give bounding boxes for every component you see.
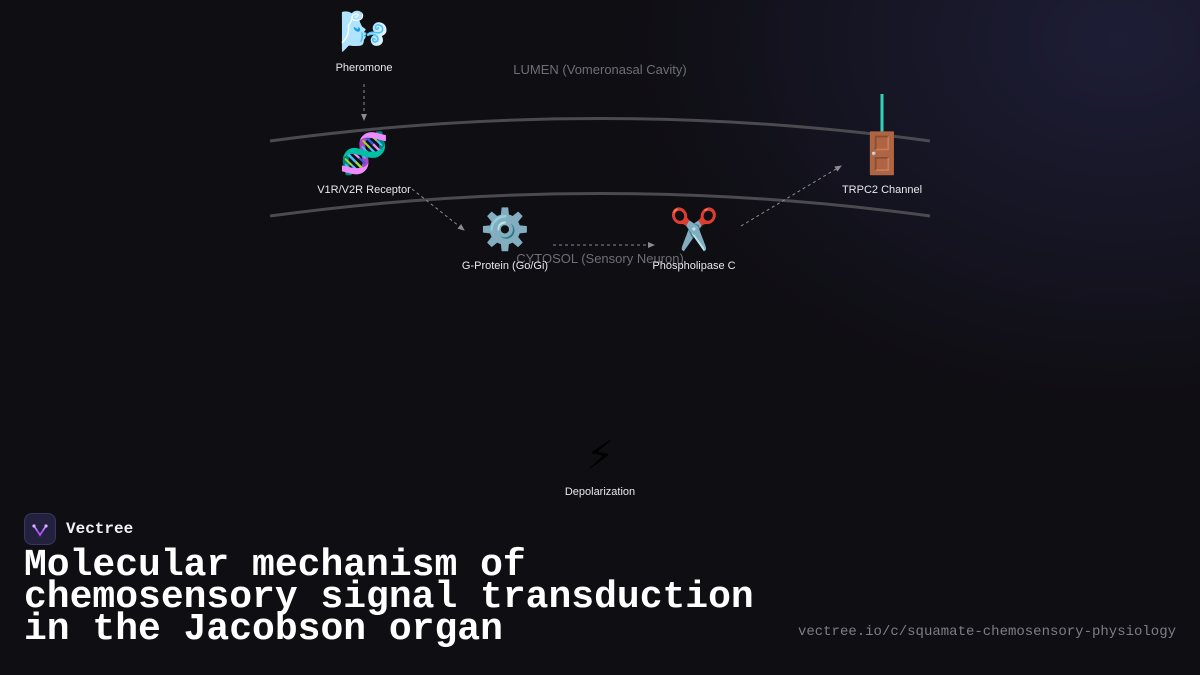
pheromone-node: 🌬️ Pheromone bbox=[284, 8, 444, 74]
source-url[interactable]: vectree.io/c/squamate-chemosensory-physi… bbox=[797, 624, 1176, 640]
wind-face-icon: 🌬️ bbox=[339, 9, 389, 55]
scissors-icon: ✂️ bbox=[669, 207, 719, 253]
cytosol-region-label: CYTOSOL (Sensory Neuron) bbox=[516, 251, 684, 266]
trpc2-node: 🚪 TRPC2 Channel bbox=[802, 130, 962, 196]
depolarization-label: Depolarization bbox=[564, 486, 636, 498]
door-icon: 🚪 bbox=[857, 131, 907, 177]
receptor-label: V1R/V2R Receptor bbox=[317, 184, 411, 196]
lumen-region-label: LUMEN (Vomeronasal Cavity) bbox=[513, 62, 687, 77]
gprotein-label: G-Protein (Go/Gi) bbox=[461, 260, 549, 272]
pheromone-label: Pheromone bbox=[335, 62, 393, 74]
gprotein-node: ⚙️ G-Protein (Go/Gi) bbox=[425, 206, 585, 272]
gear-icon: ⚙️ bbox=[480, 207, 530, 253]
brand[interactable]: Vectree bbox=[24, 512, 133, 546]
dna-icon: 🧬 bbox=[339, 131, 389, 177]
trpc2-label: TRPC2 Channel bbox=[841, 184, 923, 196]
arrow-plc-to-trpc2 bbox=[740, 165, 842, 227]
depolarization-node: ⚡ Depolarization bbox=[520, 432, 680, 498]
membrane-inner-line bbox=[269, 192, 931, 218]
receptor-node: 🧬 V1R/V2R Receptor bbox=[284, 130, 444, 196]
phospholipase-label: Phospholipase C bbox=[652, 260, 736, 272]
lightning-icon: ⚡ bbox=[585, 433, 615, 479]
page-title: Molecular mechanism of chemosensory sign… bbox=[24, 544, 754, 651]
vectree-logo-icon bbox=[24, 513, 56, 545]
membrane-outer-line bbox=[269, 117, 931, 143]
phospholipase-node: ✂️ Phospholipase C bbox=[614, 206, 774, 272]
brand-name: Vectree bbox=[66, 520, 134, 538]
arrow-receptor-to-gprotein bbox=[411, 188, 465, 231]
